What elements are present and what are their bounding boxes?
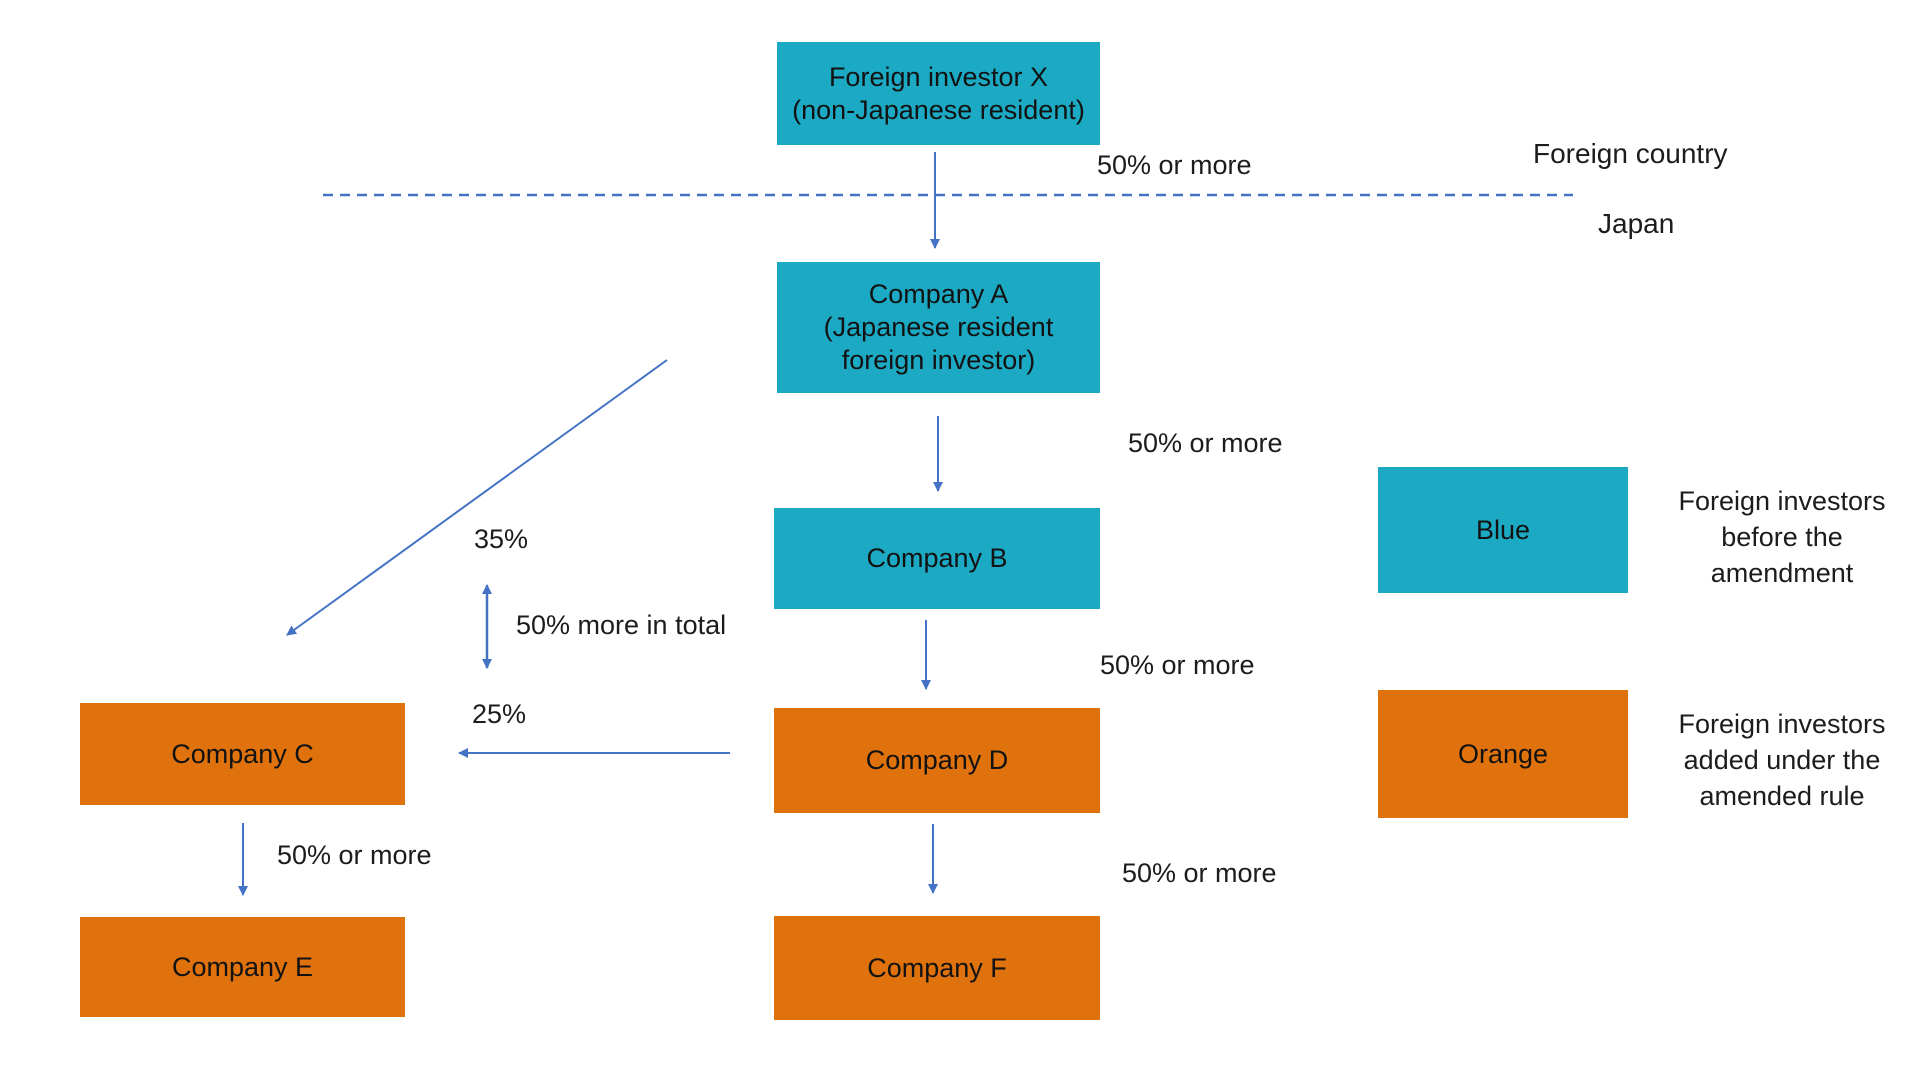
node-company-f-label: Company F — [867, 952, 1007, 983]
edge-label-a-to-b: 50% or more — [1128, 428, 1283, 458]
edge-label-c-to-e: 50% or more — [277, 840, 432, 870]
node-company-d-label: Company D — [865, 745, 1009, 775]
node-company-d: Company D — [774, 708, 1100, 813]
legend-text-blue: Foreign investors before the amendment — [1678, 486, 1886, 588]
node-company-a: Company A (Japanese resident foreign inv… — [777, 262, 1100, 393]
legend-swatch-orange: Orange — [1378, 690, 1628, 818]
legend-swatch-orange-label: Orange — [1457, 738, 1549, 769]
edge-label-d-to-f: 50% or more — [1122, 858, 1277, 888]
node-foreign-investor-x: Foreign investor X (non-Japanese residen… — [777, 42, 1100, 145]
node-company-b: Company B — [774, 508, 1100, 609]
legend-text-orange: Foreign investors added under the amende… — [1678, 709, 1886, 811]
node-company-e-label: Company E — [171, 951, 314, 982]
edge-label-25-percent: 25% — [472, 699, 527, 729]
edge-label-x-to-a: 50% or more — [1097, 150, 1252, 180]
node-company-e: Company E — [80, 917, 405, 1017]
region-label-japan: Japan — [1598, 208, 1675, 239]
region-label-foreign-country: Foreign country — [1533, 138, 1728, 169]
edge-label-combined-note: 50% more in total — [516, 610, 727, 640]
arrow-a-to-c — [286, 359, 668, 636]
legend-swatch-blue: Blue — [1378, 467, 1628, 593]
node-company-b-label: Company B — [866, 543, 1008, 573]
edge-label-35-percent: 35% — [474, 524, 529, 554]
legend-swatch-blue-label: Blue — [1475, 514, 1531, 545]
node-company-c: Company C — [80, 703, 405, 805]
node-company-c-label: Company C — [171, 738, 314, 769]
node-foreign-investor-x-label: Foreign investor X (non-Japanese residen… — [792, 61, 1085, 125]
node-company-f: Company F — [774, 916, 1100, 1020]
node-company-a-label: Company A (Japanese resident foreign inv… — [823, 279, 1054, 375]
edge-label-b-to-d: 50% or more — [1100, 650, 1255, 680]
